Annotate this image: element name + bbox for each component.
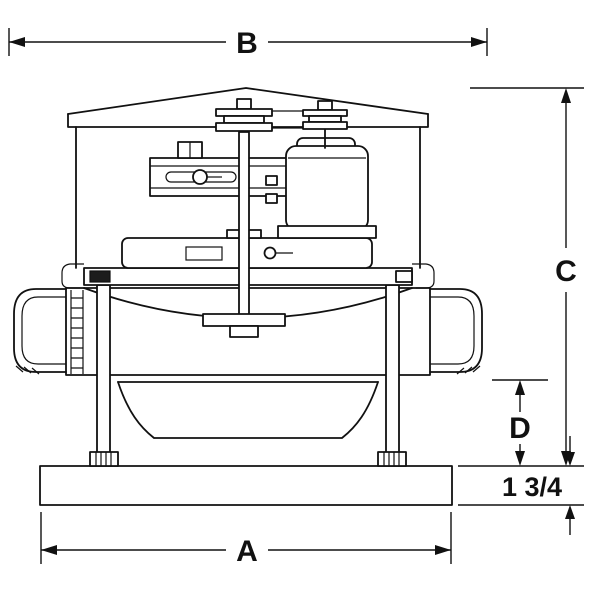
hinge-strip [70, 290, 84, 374]
dim-b-arrow-left [9, 37, 25, 47]
right-ear-outer [429, 288, 483, 373]
dim-thk-arrow-up [565, 505, 575, 519]
dim-c-extension-lines [458, 87, 584, 467]
shaft-assembly [202, 131, 286, 338]
housing-bell [117, 381, 379, 439]
left-leg [96, 284, 111, 458]
hood [67, 87, 429, 269]
lower-housing [117, 381, 379, 439]
rail-bolt [192, 169, 208, 185]
base-plate-rect [39, 465, 453, 506]
motor-body [285, 145, 369, 231]
fan-pulley-bolt [236, 98, 252, 110]
dim-c-arrow-top [561, 88, 571, 103]
dim-b-arrow-right [471, 37, 487, 47]
deck-bolt [263, 246, 277, 260]
dim-c-label: C [555, 255, 577, 288]
right-leg [385, 284, 400, 458]
motor-pulley-bolt [317, 100, 333, 111]
dim-a-arrow-left [41, 545, 57, 555]
motor-assembly [149, 137, 377, 239]
fan-pulley-top-flange [215, 108, 273, 117]
belt-drive [215, 98, 348, 149]
dimension-base-thickness: 1 3/4 [458, 436, 584, 535]
left-latch-hook [61, 263, 84, 289]
dim-a-label: A [236, 535, 258, 568]
dimension-c: C [458, 87, 584, 467]
dimension-b: B [8, 27, 488, 60]
dim-b-label: B [236, 27, 258, 60]
dim-a-arrow-right [435, 545, 451, 555]
motor-bolt-upper [265, 175, 278, 186]
dimension-d: D [492, 379, 548, 466]
motor-rail-flanges [150, 165, 287, 189]
bearing-block [229, 325, 259, 338]
left-clamp [89, 270, 111, 283]
right-ear-hatch [456, 365, 481, 375]
base-plate [39, 465, 453, 506]
left-ear-inner [21, 296, 66, 365]
motor-pulley-bottom-flange [302, 121, 348, 130]
hood-roof [67, 87, 429, 115]
right-ear-inner [430, 296, 475, 365]
right-foot-hatch [383, 452, 400, 466]
left-foot [89, 451, 119, 467]
hood-walls [75, 126, 421, 269]
dimension-a: A [40, 512, 452, 568]
dim-thk-label: 1 3/4 [502, 472, 562, 502]
deck-slot [185, 246, 223, 261]
dim-a-extension-lines [40, 512, 452, 564]
motor-bolt-lower [265, 193, 278, 204]
fan-pulley-hub [223, 115, 265, 124]
right-bracket [395, 270, 413, 283]
dim-d-arrow-top [515, 380, 525, 395]
fan-drawing [13, 87, 483, 506]
left-ear-outer [13, 288, 67, 373]
dim-d-label: D [509, 412, 531, 445]
motor-base [277, 225, 377, 239]
dim-thk-arrow-down [565, 452, 575, 466]
left-ear-hatch [15, 365, 40, 375]
right-foot [377, 451, 407, 467]
right-latch-hook [412, 263, 435, 289]
fan-pulley-bottom-flange [215, 122, 273, 132]
left-foot-hatch [95, 452, 112, 466]
fan-shaft [238, 131, 250, 319]
bearing-plate [202, 313, 286, 327]
dim-d-arrow-bottom [515, 451, 525, 466]
